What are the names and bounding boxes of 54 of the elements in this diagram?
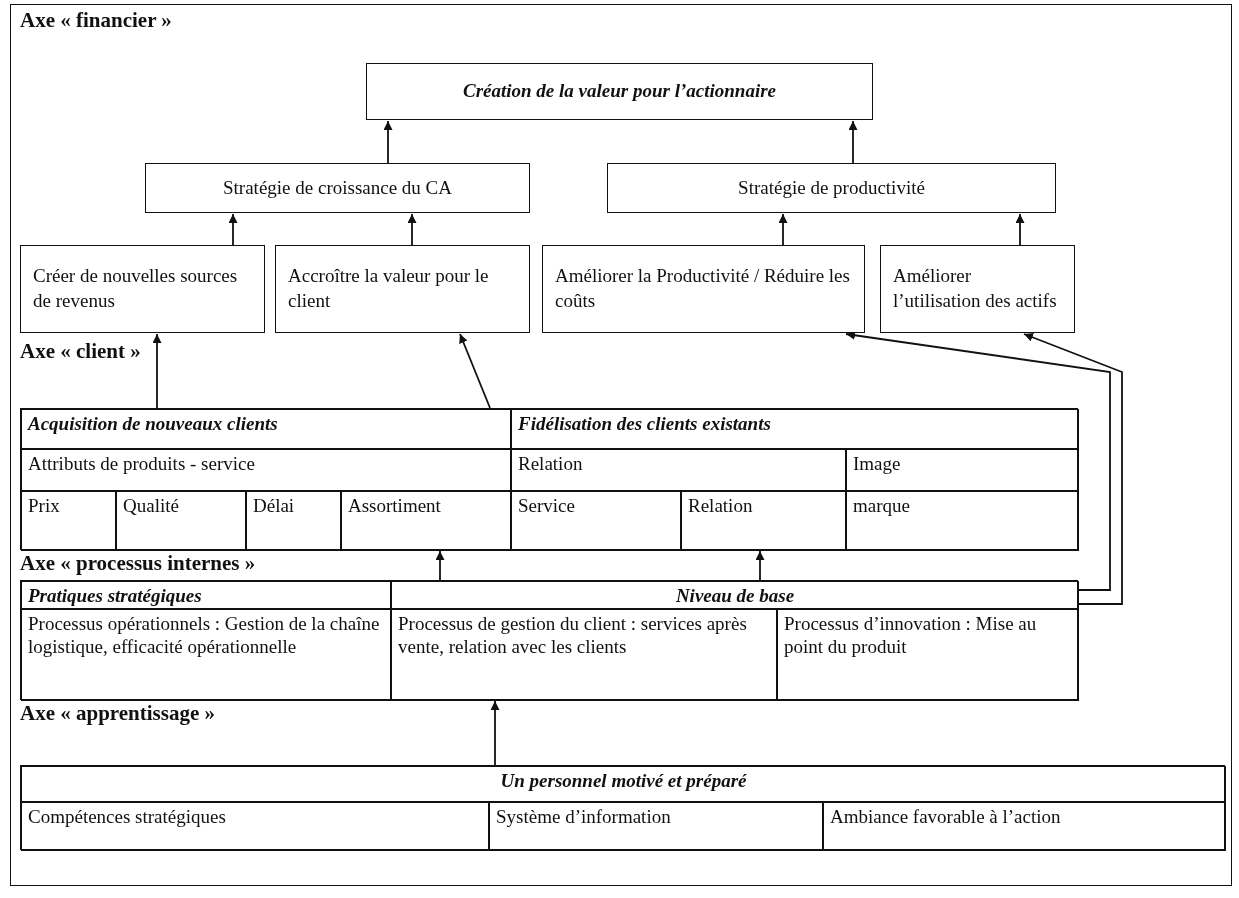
table-cell: Relation xyxy=(681,491,846,551)
process-box xyxy=(20,245,265,333)
arrow xyxy=(490,700,500,766)
process-box xyxy=(542,245,865,333)
table-cell: Prix xyxy=(21,491,116,551)
box-label: Améliorer la Productivité / Réduire les coûts xyxy=(555,264,851,313)
table-cell: Fidélisation des clients existants xyxy=(511,409,1079,449)
table-cell: Processus opérationnels : Gestion de la chaîne logistique, efficacité opérationnelle xyxy=(21,609,391,701)
box-label: Stratégie de productivité xyxy=(738,175,925,200)
table-cell: Niveau de base xyxy=(391,581,1079,609)
process-box xyxy=(275,245,530,333)
axis-heading: Axe « financier » xyxy=(20,8,172,33)
table-cell: marque xyxy=(846,491,1079,551)
table-cell: Service xyxy=(511,491,681,551)
arrow xyxy=(1015,213,1025,246)
table xyxy=(20,765,1225,850)
arrow xyxy=(228,213,238,246)
axis-heading: Axe « apprentissage » xyxy=(20,701,216,726)
arrow xyxy=(459,333,491,409)
box-label: Stratégie de croissance du CA xyxy=(223,175,452,200)
table-cell: Attributs de produits - service xyxy=(21,449,511,491)
table-cell: Processus d’innovation : Mise au point du produit xyxy=(777,609,1079,701)
arrow xyxy=(755,550,765,581)
process-box xyxy=(145,163,530,213)
table-cell: Acquisition de nouveaux clients xyxy=(21,409,511,449)
arrow xyxy=(152,333,162,409)
table-cell: Compétences stratégiques xyxy=(21,802,489,851)
table-cell: Relation xyxy=(511,449,846,491)
table-cell: Un personnel motivé et préparé xyxy=(21,766,1226,802)
table xyxy=(20,580,1078,700)
arrow xyxy=(407,213,417,246)
process-box xyxy=(880,245,1075,333)
process-box xyxy=(366,63,873,120)
table-cell: Processus de gestion du client : services après vente, relation avec les clients xyxy=(391,609,777,701)
table-cell: Assortiment xyxy=(341,491,511,551)
arrow xyxy=(778,213,788,246)
table-cell: Délai xyxy=(246,491,341,551)
box-label: Accroître la valeur pour le client xyxy=(288,264,490,313)
arrow xyxy=(383,120,393,164)
box-label: Création de la valeur pour l’actionnaire xyxy=(463,79,776,104)
table-cell: Pratiques stratégiques xyxy=(21,581,391,609)
axis-heading: Axe « client » xyxy=(20,339,141,364)
arrow xyxy=(435,550,445,581)
box-label: Créer de nouvelles sources de revenus xyxy=(33,264,239,313)
table-cell: Ambiance favorable à l’action xyxy=(823,802,1226,851)
table-cell: Image xyxy=(846,449,1079,491)
process-box xyxy=(607,163,1056,213)
box-label: Améliorer l’utilisation des actifs xyxy=(893,264,1058,313)
table-cell: Qualité xyxy=(116,491,246,551)
arrow xyxy=(848,120,858,164)
table xyxy=(20,408,1078,550)
axis-heading: Axe « processus internes » xyxy=(20,551,256,576)
table-cell: Système d’information xyxy=(489,802,823,851)
arrow xyxy=(1023,333,1123,605)
